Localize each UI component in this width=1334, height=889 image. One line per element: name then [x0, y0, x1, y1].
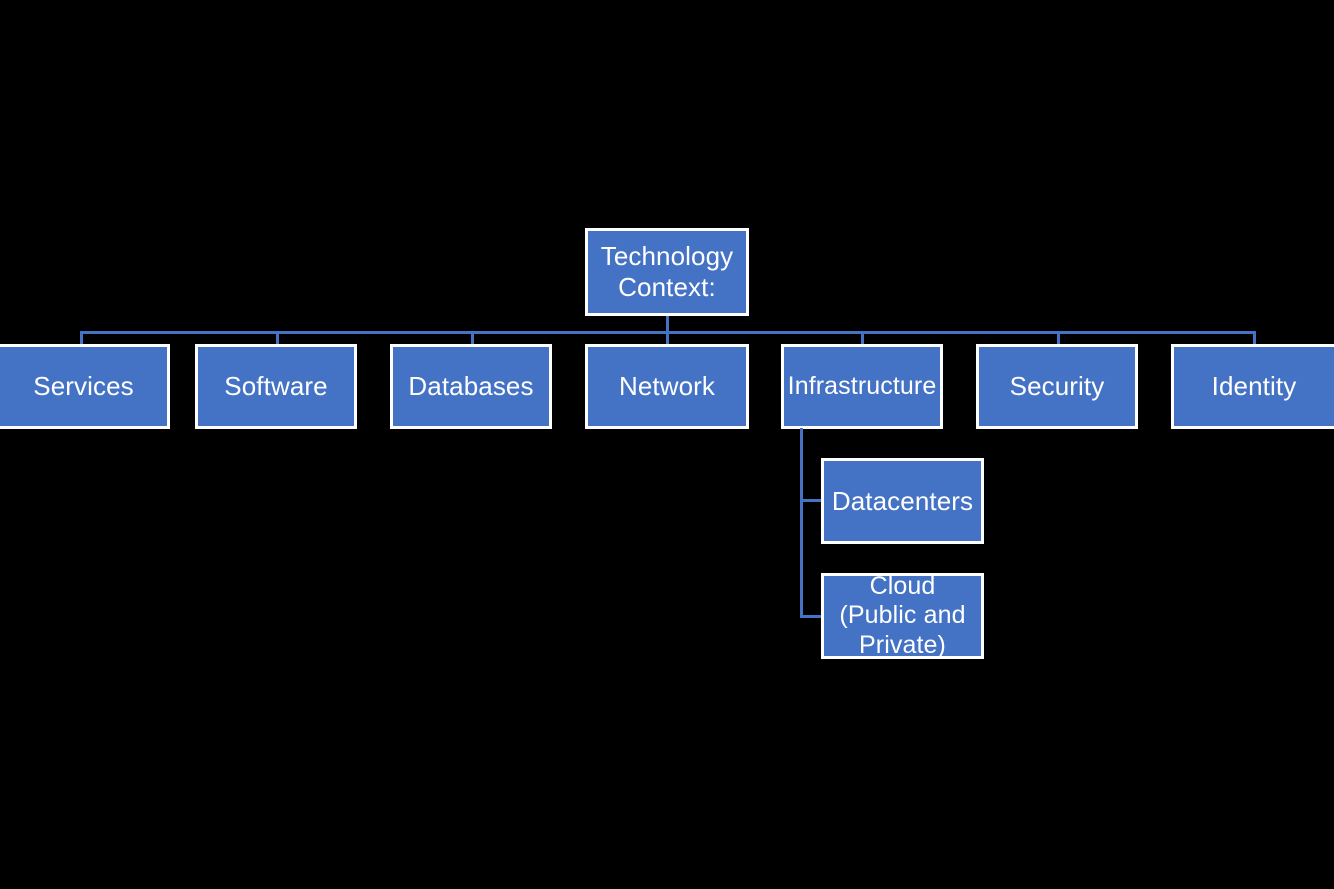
node-services[interactable]: Services [0, 344, 170, 429]
connector-drop-software [276, 331, 279, 347]
node-databases[interactable]: Databases [390, 344, 552, 429]
node-network[interactable]: Network [585, 344, 749, 429]
node-infrastructure[interactable]: Infrastructure [781, 344, 943, 429]
connector-drop-infrastructure [861, 331, 864, 347]
node-software[interactable]: Software [195, 344, 357, 429]
connector-drop-services [80, 331, 83, 347]
connector-drop-network [666, 331, 669, 347]
connector-infrastructure-stem [800, 428, 803, 618]
node-identity[interactable]: Identity [1171, 344, 1334, 429]
connector-drop-databases [471, 331, 474, 347]
connector-elbow-datacenters [800, 499, 824, 502]
connector-drop-identity [1253, 331, 1256, 347]
node-security[interactable]: Security [976, 344, 1138, 429]
connector-drop-security [1057, 331, 1060, 347]
node-cloud-public-and-private[interactable]: Cloud (Public and Private) [821, 572, 984, 659]
node-technology-context[interactable]: Technology Context: [585, 228, 749, 316]
connector-root-stem [666, 316, 669, 334]
node-datacenters[interactable]: Datacenters [821, 458, 984, 544]
connector-elbow-cloud [800, 615, 824, 618]
